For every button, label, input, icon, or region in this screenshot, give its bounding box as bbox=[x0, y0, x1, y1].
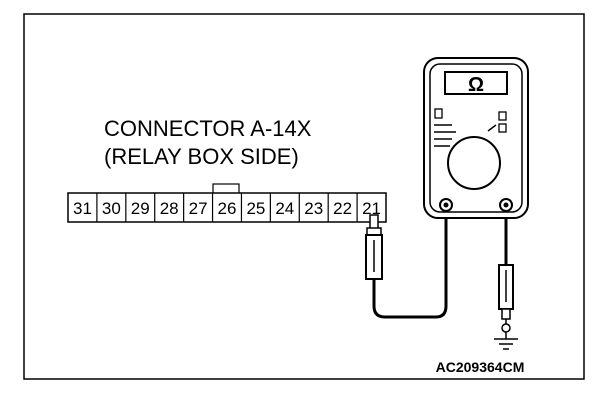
ground-icon bbox=[494, 338, 518, 350]
pin-27: 27 bbox=[189, 199, 208, 218]
range-marker-left bbox=[434, 108, 443, 119]
figure-code: AC209364CM bbox=[436, 359, 525, 375]
pin-30: 30 bbox=[102, 199, 121, 218]
ohm-symbol: Ω bbox=[468, 74, 484, 96]
meter-display bbox=[444, 71, 508, 95]
pin-22: 22 bbox=[333, 199, 352, 218]
pin-24: 24 bbox=[275, 199, 294, 218]
diagram-frame bbox=[23, 13, 585, 380]
range-marker-right-bottom bbox=[498, 123, 507, 133]
pin-23: 23 bbox=[304, 199, 323, 218]
test-probe-pin-21 bbox=[365, 214, 383, 280]
pin-29: 29 bbox=[131, 199, 150, 218]
connector-a14x: 31 30 29 28 27 26 25 24 23 22 21 bbox=[67, 183, 387, 223]
connector-body bbox=[67, 192, 387, 223]
range-marker-right-top bbox=[498, 111, 507, 121]
ohmmeter: Ω bbox=[423, 57, 529, 219]
lead-wire bbox=[372, 209, 448, 319]
pin-31: 31 bbox=[73, 199, 92, 218]
range-selector-knob bbox=[447, 136, 501, 190]
meter-inner-panel bbox=[429, 63, 523, 213]
pin-26: 26 bbox=[218, 199, 237, 218]
connector-subtitle: (RELAY BOX SIDE) bbox=[104, 144, 299, 169]
range-scale-ticks bbox=[434, 124, 497, 147]
pin-21: 21 bbox=[362, 199, 381, 218]
connector-title: CONNECTOR A-14X bbox=[104, 116, 312, 141]
meter-terminal-v-ohm bbox=[499, 198, 513, 212]
pin-28: 28 bbox=[160, 199, 179, 218]
meter-terminal-com bbox=[439, 198, 453, 212]
ground-lead bbox=[498, 209, 514, 339]
pin-25: 25 bbox=[246, 199, 265, 218]
